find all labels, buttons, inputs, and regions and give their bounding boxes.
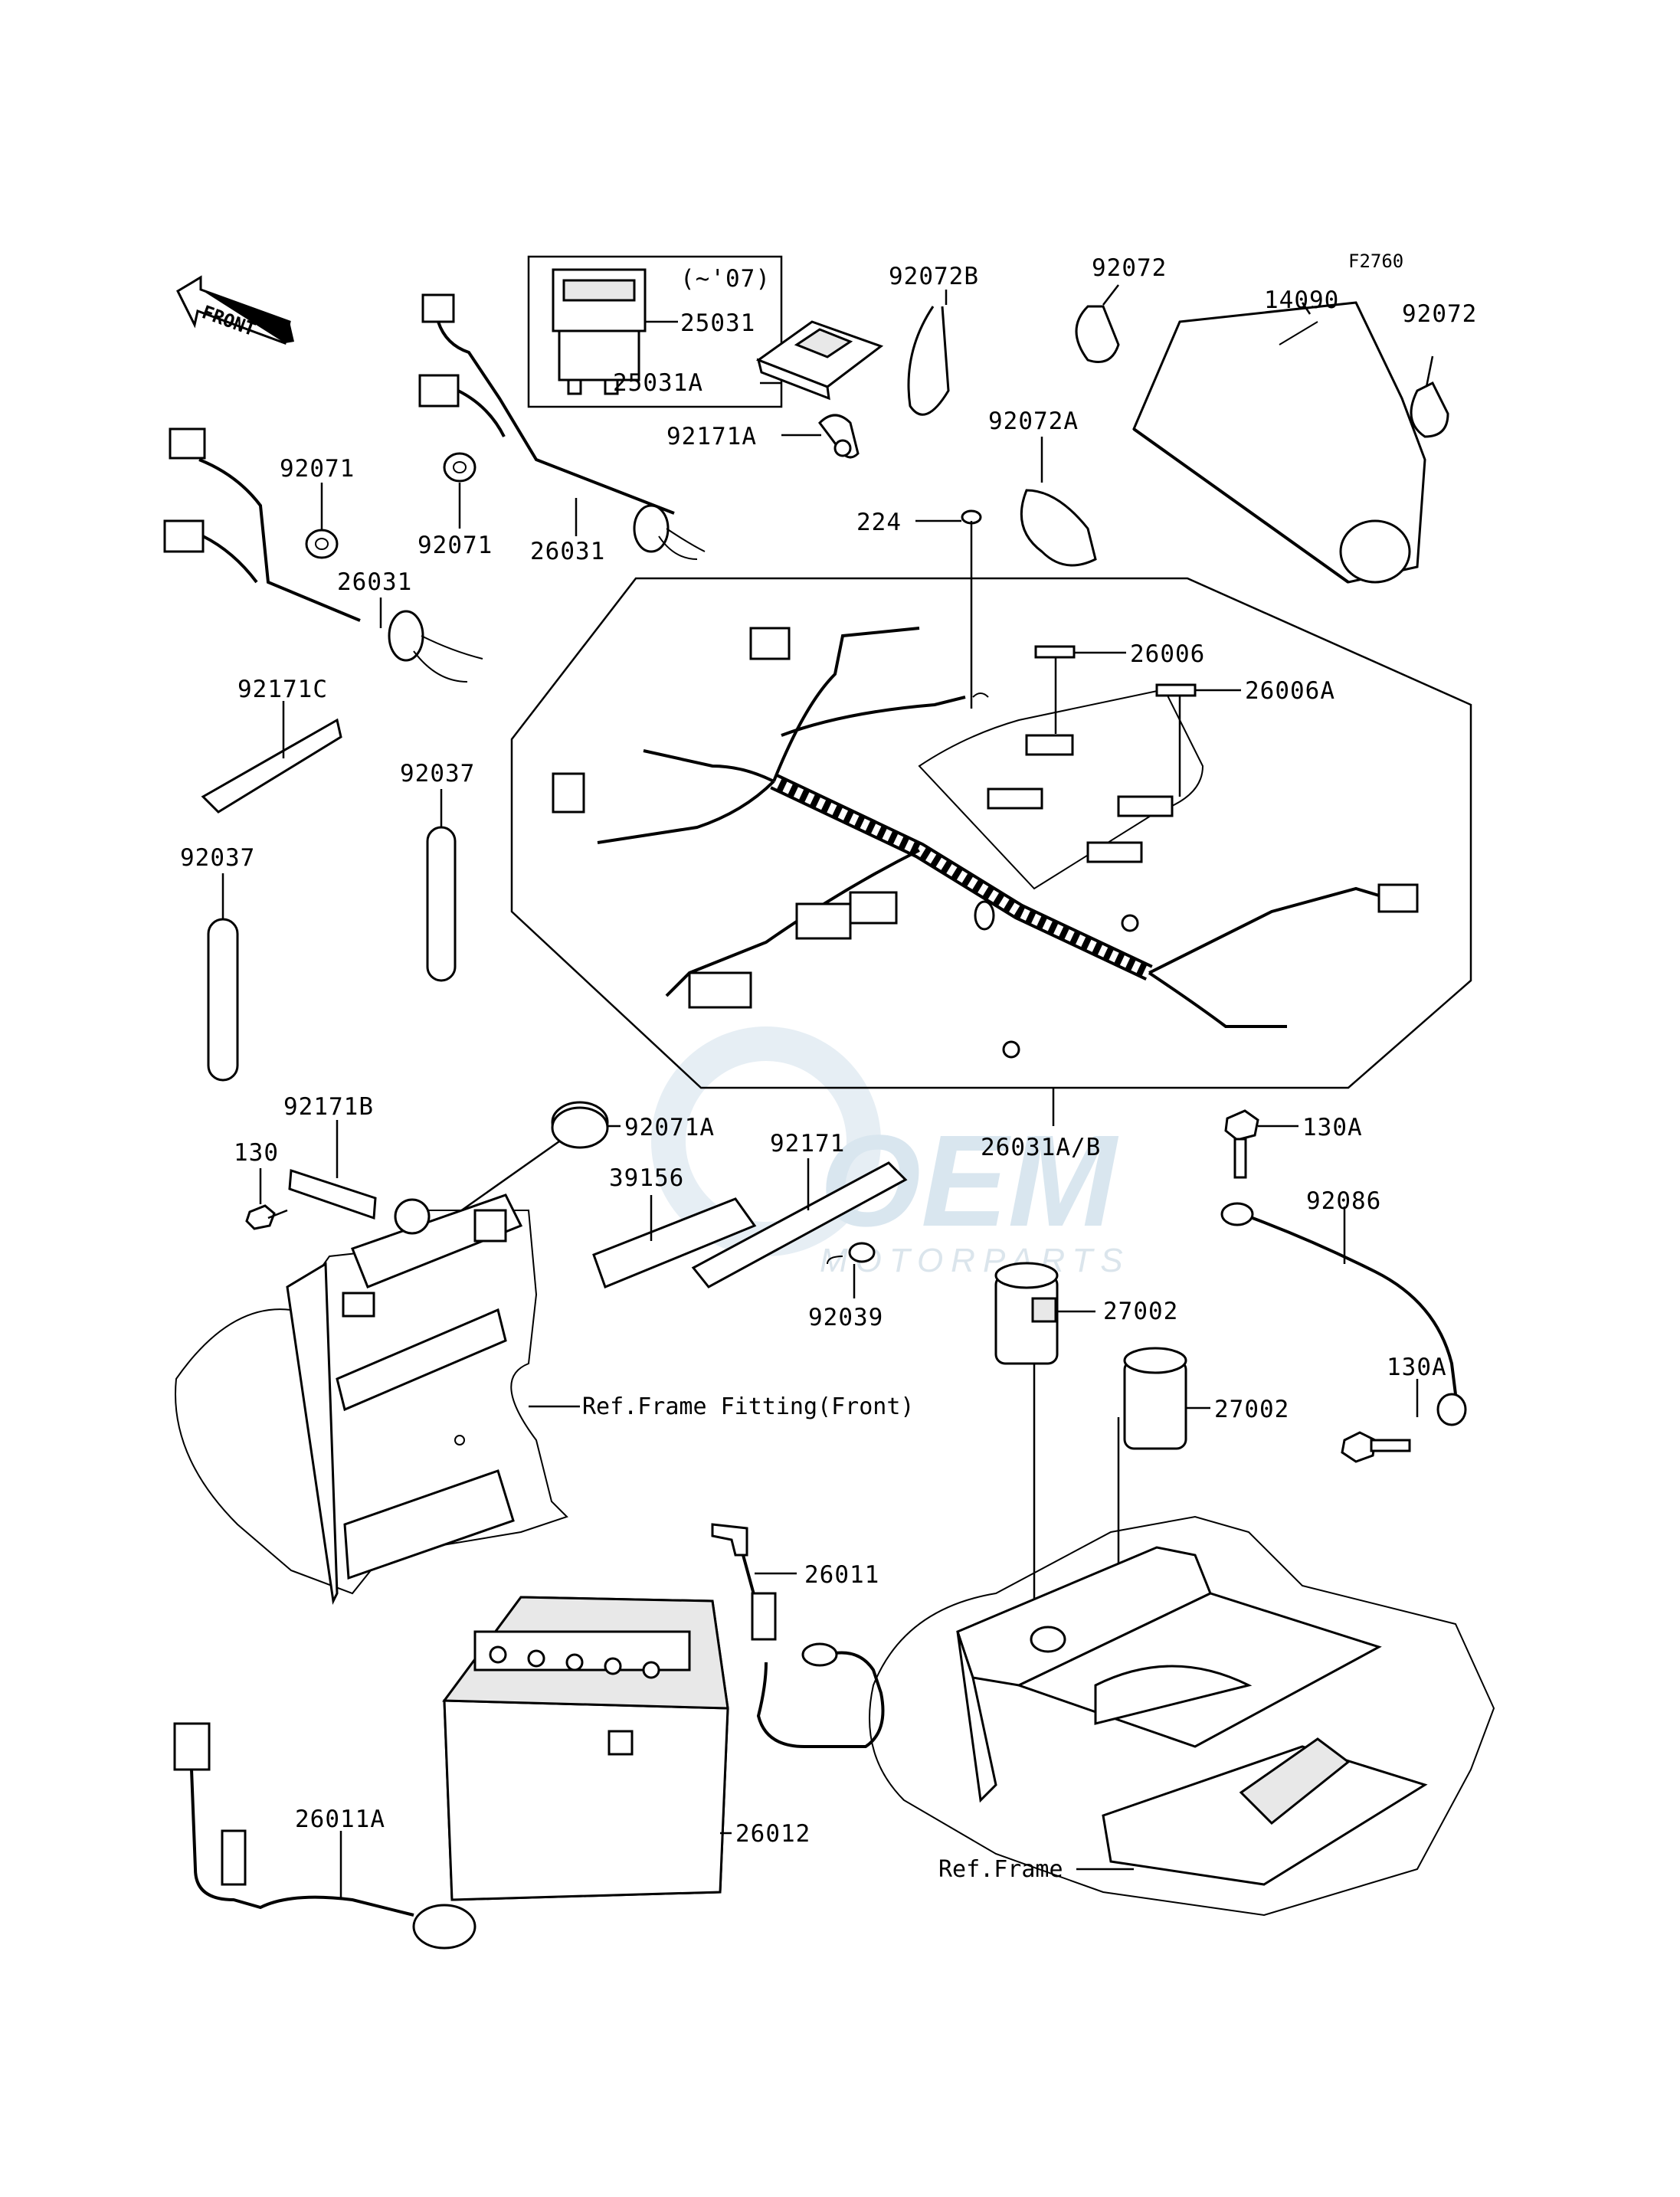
- clip-92039: [827, 1242, 876, 1265]
- label-92071-mid: 92071: [418, 532, 493, 559]
- label-27002-b: 27002: [1214, 1396, 1289, 1423]
- relay-27002-a: [994, 1262, 1059, 1365]
- label-26011: 26011: [804, 1561, 879, 1589]
- label-92071-left: 92071: [280, 455, 355, 483]
- label-92071A: 92071A: [624, 1114, 715, 1141]
- label-92086: 92086: [1306, 1187, 1381, 1215]
- screw-224: [961, 509, 982, 536]
- harness-26031-mid: [418, 293, 706, 560]
- label-26031-mid: 26031: [530, 538, 605, 565]
- bracket-92171: [691, 1161, 908, 1288]
- variant-note: (~'07): [680, 265, 771, 293]
- label-92072B: 92072B: [889, 263, 979, 290]
- band-92072A: [1020, 489, 1097, 567]
- strip-92171B: [288, 1168, 377, 1220]
- hour-meter-25031: [552, 268, 647, 395]
- label-25031A: 25031A: [613, 369, 703, 397]
- label-92037-left: 92037: [180, 844, 255, 872]
- bolt-130A-bottom: [1341, 1431, 1411, 1463]
- label-224: 224: [856, 509, 902, 536]
- label-92072A: 92072A: [988, 408, 1079, 435]
- label-26031-left: 26031: [337, 568, 412, 596]
- label-130A-bottom: 130A: [1387, 1354, 1447, 1381]
- tape-92037-left: [207, 918, 239, 1082]
- label-92072-a: 92072: [1092, 254, 1167, 282]
- pad-39156: [592, 1197, 757, 1288]
- label-26011A: 26011A: [295, 1806, 385, 1833]
- label-26012: 26012: [735, 1820, 811, 1848]
- grommet-92071-mid: [443, 452, 476, 483]
- cable-26011: [711, 1523, 885, 1748]
- bolt-130: [245, 1204, 288, 1230]
- label-130: 130: [234, 1139, 279, 1167]
- relay-27002-b: [1123, 1347, 1187, 1450]
- meter-25031A: [755, 320, 884, 401]
- label-14090: 14090: [1264, 286, 1339, 314]
- battery-26012: [442, 1596, 729, 1901]
- label-92171: 92171: [770, 1130, 845, 1157]
- harness-outline-26031AB: [510, 577, 1472, 1089]
- label-39156: 39156: [609, 1164, 684, 1192]
- strap-92171C: [201, 718, 342, 814]
- label-92072-b: 92072: [1402, 300, 1477, 328]
- fuse-26006A: [1155, 683, 1197, 697]
- ref-frame: Ref.Frame: [938, 1856, 1063, 1883]
- figure-code: F2760: [1348, 250, 1403, 272]
- band-92072-b: [1410, 381, 1449, 438]
- fuse-26006: [1034, 645, 1076, 659]
- band-92072B: [907, 306, 950, 416]
- label-92039: 92039: [808, 1304, 883, 1331]
- label-130A-top: 130A: [1302, 1114, 1363, 1141]
- cable-26011A: [173, 1722, 476, 1950]
- label-92171A: 92171A: [666, 423, 757, 450]
- label-27002-a: 27002: [1103, 1298, 1178, 1325]
- front-arrow: FRONT: [176, 275, 294, 345]
- frame-right: [869, 1515, 1495, 1917]
- band-92072-a: [1075, 305, 1120, 363]
- fuse-holder-26006: [918, 688, 1204, 890]
- label-26031AB: 26031A/B: [981, 1134, 1101, 1161]
- watermark: OEM MOTORPARTS: [651, 1026, 1123, 1279]
- tape-92037-right: [426, 826, 457, 982]
- label-26006: 26006: [1130, 640, 1205, 668]
- bolt-130A-top: [1224, 1109, 1259, 1179]
- meter-inset-box: [527, 255, 783, 408]
- label-92037-right: 92037: [400, 760, 475, 787]
- cover-14090: [1132, 301, 1426, 584]
- clip-92171A: [818, 414, 860, 459]
- grommet-92071-left: [305, 529, 339, 559]
- label-92171C: 92171C: [237, 676, 328, 703]
- main-harness-26031AB: [552, 627, 1419, 1059]
- ground-lead-92086: [1220, 1202, 1467, 1426]
- label-26006A: 26006A: [1245, 677, 1335, 705]
- ref-frame-fitting: Ref.Frame Fitting(Front): [582, 1393, 914, 1420]
- grommet-92071A: [551, 1101, 609, 1149]
- frame-fitting-front: [175, 1193, 568, 1605]
- label-25031: 25031: [680, 309, 755, 337]
- label-92171B: 92171B: [283, 1093, 374, 1121]
- harness-26031-left: [163, 427, 483, 683]
